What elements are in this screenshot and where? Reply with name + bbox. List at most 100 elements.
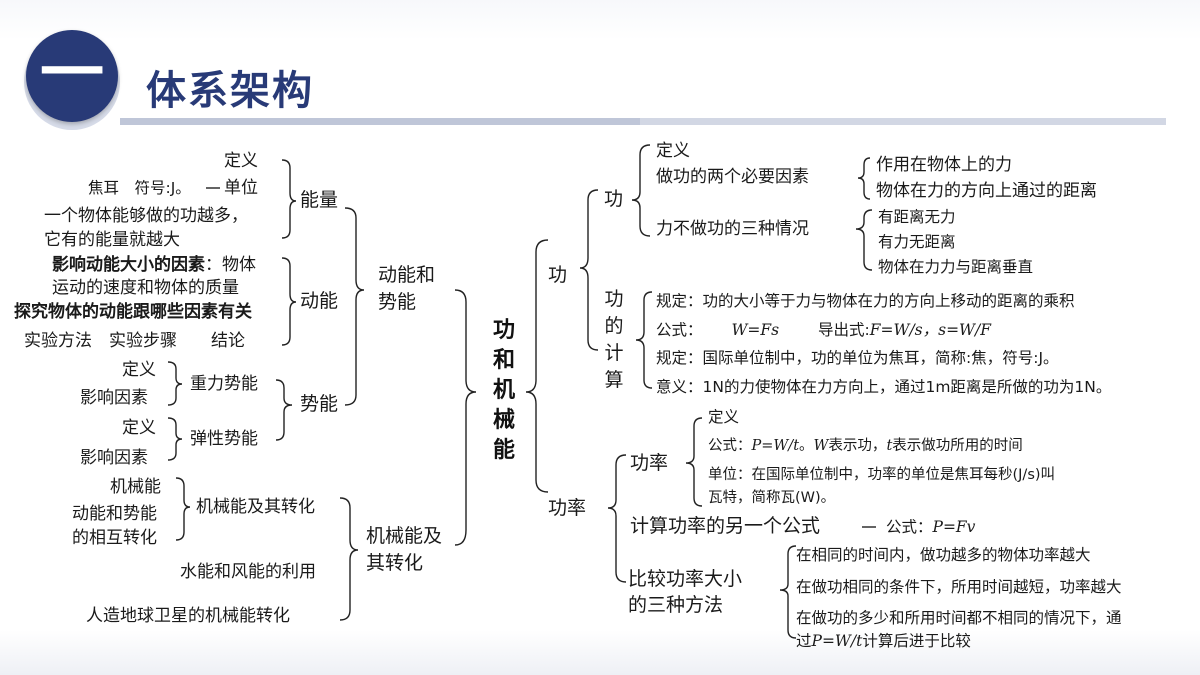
power-another-formula-label: 公式： xyxy=(886,518,933,536)
no-work-case-2: 有力无距离 xyxy=(878,233,956,251)
section-number: 一 xyxy=(40,37,104,111)
mech-group-1: 机械能及 xyxy=(366,525,443,547)
kinetic-factors-rest: ：物体 xyxy=(205,255,256,275)
method-3-pre: 过 xyxy=(796,632,812,650)
mech-item-1: 机械能 xyxy=(110,477,161,497)
group-ke-pe-2: 势能 xyxy=(378,291,417,313)
power-another-formula-row: 公式：P=Fv xyxy=(886,516,975,538)
bracket-mech-group xyxy=(339,497,359,621)
power-definition: 定义 xyxy=(708,408,740,426)
power-another: 计算功率的另一个公式 xyxy=(630,515,821,537)
energy-unit: 单位 xyxy=(224,178,258,198)
satellite: 人造地球卫星的机械能转化 xyxy=(86,606,290,626)
bracket-power-group xyxy=(607,454,627,583)
power-another-formula: P=Fv xyxy=(932,518,976,536)
calc-formula: W=Fs xyxy=(731,321,780,339)
power-formula: P=W/t xyxy=(751,438,800,454)
method-3-post: 计算后进于比较 xyxy=(862,632,971,650)
calc-derived: F=W/s，s=W/F xyxy=(869,321,991,339)
calc-rule-1: 规定：功的大小等于力与物体在力的方向上移动的距离的乘积 xyxy=(656,292,1075,310)
method-2: 在做功相同的条件下，所用时间越短，功率越大 xyxy=(796,578,1122,596)
method-1: 在相同的时间内，做功越多的物体功率越大 xyxy=(796,546,1091,564)
bracket-work xyxy=(631,144,651,237)
bracket-work-group xyxy=(579,189,599,351)
work-label: 功 xyxy=(604,188,624,210)
power-label: 功率 xyxy=(630,452,669,474)
energy-label: 能量 xyxy=(300,189,339,211)
calc-meaning: 意义：1N的力使物体在力方向上，通过1m距离是所做的功为1N。 xyxy=(656,378,1112,396)
bracket-mech-items xyxy=(175,477,191,541)
bracket-root-left xyxy=(454,289,477,546)
elastic-def: 定义 xyxy=(122,418,156,438)
method-3-line1: 在做功的多少和所用时间都不相同的情况下，通 xyxy=(796,609,1122,627)
page-title: 体系架构 xyxy=(146,68,314,114)
elastic-factors: 影响因素 xyxy=(80,448,148,468)
work-no-work: 力不做功的三种情况 xyxy=(656,219,809,239)
work-definition: 定义 xyxy=(656,141,690,161)
kinetic-factors-line2: 运动的速度和物体的质量 xyxy=(52,278,239,298)
bracket-elastic-pe xyxy=(167,417,183,461)
compare-2: 的三种方法 xyxy=(628,594,724,616)
mech-group-2: 其转化 xyxy=(366,552,424,574)
kinetic-explore: 探究物体的动能跟哪些因素有关 xyxy=(14,302,252,322)
group-ke-pe-1: 动能和 xyxy=(378,264,436,286)
power-unit-2: 瓦特，简称瓦(W)。 xyxy=(708,490,836,506)
root-node: 功和机械能 xyxy=(492,318,515,463)
work-group-label: 功 xyxy=(548,264,568,286)
work-factor-1: 作用在物体上的力 xyxy=(876,155,1012,175)
kinetic-factors: 影响动能大小的因素：物体 xyxy=(52,254,256,276)
bracket-energy xyxy=(281,159,297,239)
method-3-formula: P=W/t xyxy=(811,632,863,650)
power-formula-rest2: 表示功， xyxy=(828,438,887,454)
elastic-pe-label: 弹性势能 xyxy=(190,429,258,449)
power-formula-row: 公式：P=W/t。W表示功，t表示做功所用的时间 xyxy=(708,435,1023,457)
energy-unit-note: 焦耳 符号:J。 xyxy=(88,179,191,197)
no-work-case-1: 有距离无力 xyxy=(878,208,956,226)
power-formula-w: W xyxy=(813,438,829,454)
calc-derived-label: 导出式: xyxy=(818,321,870,339)
title-underline-accent xyxy=(120,118,640,125)
power-formula-rest1: 。 xyxy=(799,438,814,454)
mech-item-2: 动能和势能 xyxy=(72,504,157,524)
calc-formula-label: 公式： xyxy=(656,321,703,339)
no-work-case-3: 物体在力力与距离垂直 xyxy=(878,258,1034,276)
bracket-potential xyxy=(275,379,293,441)
power-unit-1: 单位：在国际单位制中，功率的单位是焦耳每秒(J/s)叫 xyxy=(708,467,1056,483)
gravity-pe-label: 重力势能 xyxy=(190,374,258,394)
title-underline xyxy=(120,118,1166,125)
work-two-factors: 做功的两个必要因素 xyxy=(656,167,809,187)
kinetic-factors-title: 影响动能大小的因素 xyxy=(52,255,205,275)
potential-label: 势能 xyxy=(300,393,339,415)
kinetic-steps: 实验方法 实验步骤 结论 xyxy=(24,331,245,351)
kinetic-label: 动能 xyxy=(300,290,339,312)
bracket-ke-pe xyxy=(344,207,365,406)
compare-1: 比较功率大小 xyxy=(628,568,743,590)
energy-more-work-1: 一个物体能够做的功越多， xyxy=(44,206,248,226)
energy-definition: 定义 xyxy=(224,151,258,171)
gravity-factors: 影响因素 xyxy=(80,388,148,408)
bracket-root-right xyxy=(525,239,549,493)
gravity-def: 定义 xyxy=(122,360,156,380)
energy-more-work-2: 它有的能量就越大 xyxy=(44,230,180,250)
mech-item-3: 的相互转化 xyxy=(72,528,157,548)
power-formula-label: 公式： xyxy=(708,438,752,454)
bracket-power xyxy=(685,417,703,507)
section-badge xyxy=(26,30,118,122)
bracket-gravity-pe xyxy=(167,361,183,406)
calc-label: 功的计算 xyxy=(604,288,624,391)
power-formula-t: t xyxy=(886,438,893,454)
method-3-line2: 过P=W/t计算后进于比较 xyxy=(796,630,971,652)
bracket-compare xyxy=(779,545,797,639)
calc-rule-2: 规定：国际单位制中，功的单位为焦耳，简称:焦，符号:J。 xyxy=(656,349,1059,367)
bracket-calc xyxy=(635,291,653,389)
mech-conversion: 机械能及其转化 xyxy=(196,497,315,517)
power-group-label: 功率 xyxy=(548,497,587,519)
water-wind: 水能和风能的利用 xyxy=(180,562,316,582)
power-formula-rest3: 表示做功所用的时间 xyxy=(892,438,1023,454)
bracket-kinetic xyxy=(281,257,297,346)
work-factor-2: 物体在力的方向上通过的距离 xyxy=(876,181,1097,201)
bracket-no-work xyxy=(855,209,873,271)
bracket-two-factors xyxy=(857,157,871,200)
